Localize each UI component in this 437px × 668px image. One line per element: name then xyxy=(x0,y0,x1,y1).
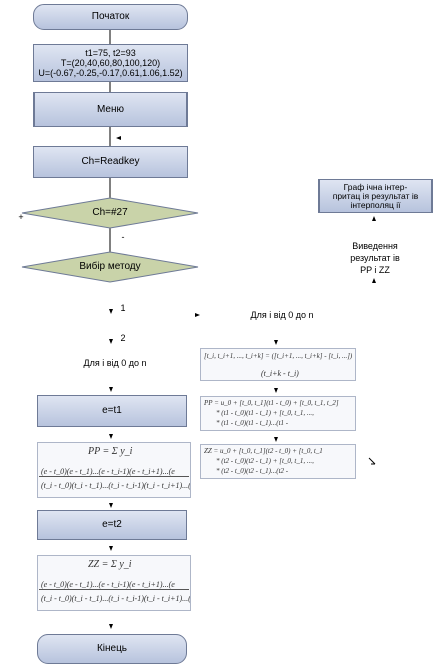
newton-formula-pp: PP = u_0 + [t_0, t_1](t1 - t_0) + [t_0, … xyxy=(200,396,356,431)
method-choice-label: Вибір методу xyxy=(79,261,141,272)
init-line-2: T=(20,40,60,80,100,120) xyxy=(60,58,161,68)
init-line-3: U=(-0.67,-0.25,-0.17,0.61,1.06,1.52) xyxy=(38,68,183,78)
start-terminator: Початок xyxy=(33,4,188,30)
lagrange-zz-head: ZZ = Σ y_i xyxy=(88,559,132,570)
newton-zz-line-1: ZZ = u_0 + [t_0, t_1](t2 - t_0) + [t_0, … xyxy=(204,447,323,455)
branch-2-label: 2 xyxy=(120,333,126,343)
branch-2-arrow xyxy=(109,339,113,344)
e-t1-block: e=t1 xyxy=(37,395,187,427)
lagrange-zz-numerator: (e - t_0)(e - t_1)...(e - t_i-1)(e - t_i… xyxy=(41,580,175,589)
start-label: Початок xyxy=(91,11,130,22)
arrow-to-e2 xyxy=(109,503,113,508)
e-t2-label: e=t2 xyxy=(102,519,122,530)
arrow-up-to-output xyxy=(372,278,376,283)
e-t2-block: e=t2 xyxy=(37,510,187,540)
graph-interpretation-subroutine: Граф ічна інтер- притац ія результат ів … xyxy=(318,179,433,213)
lagrange-pp-numerator: (e - t_0)(e - t_1)...(e - t_i-1)(e - t_i… xyxy=(41,467,175,476)
loop-left-label: Для і від 0 до n xyxy=(83,358,147,368)
newton-pp-line-2: * (t1 - t_0)(t1 - t_1) + [t_0, t_1, ..., xyxy=(216,409,314,417)
exit-check-label: Ch=#27 xyxy=(92,207,128,218)
menu-subroutine: Меню xyxy=(33,92,188,127)
init-line-1: t1=75, t2=93 xyxy=(85,48,136,58)
lagrange-pp-denominator: (t_i - t_0)(t_i - t_1)...(t_i - t_i-1)(t… xyxy=(41,481,191,490)
newton-pp-line-1: PP = u_0 + [t_0, t_1](t1 - t_0) + [t_0, … xyxy=(204,399,339,407)
branch-right-arrow xyxy=(195,313,200,317)
arrow-to-zz xyxy=(274,437,278,442)
loop-right-label: Для і від 0 до n xyxy=(250,310,314,320)
newton-zz-line-3: * (t2 - t_0)(t2 - t_1)...(t2 - xyxy=(216,467,289,475)
menu-label: Меню xyxy=(96,103,125,115)
lagrange-formula-zz: ZZ = Σ y_i (e - t_0)(e - t_1)...(e - t_i… xyxy=(37,555,191,611)
divided-difference-formula: [t_i, t_i+1, ..., t_i+k] = ([t_i+1, ...,… xyxy=(200,348,356,381)
output-results-label: Виведення результат ів PP і ZZ xyxy=(350,241,400,275)
divided-difference-line-2: (t_i+k - t_i) xyxy=(261,369,299,378)
branch-1-label: 1 xyxy=(120,303,126,313)
branch-1-arrow xyxy=(109,309,113,314)
return-arrow xyxy=(116,136,121,140)
exit-check-diamond xyxy=(21,197,199,229)
end-terminator: Кінець xyxy=(37,634,187,664)
newton-zz-line-2: * (t2 - t_0)(t2 - t_1) + [t_0, t_1, ..., xyxy=(216,457,314,465)
arrow-to-lagrange-2 xyxy=(109,546,113,551)
e-t1-label: e=t1 xyxy=(102,405,122,416)
lagrange-pp-head: PP = Σ y_i xyxy=(88,446,133,457)
plus-label: + xyxy=(18,212,24,222)
graph-interpretation-label: Граф ічна інтер- притац ія результат ів … xyxy=(332,181,419,210)
divided-difference-line-1: [t_i, t_i+1, ..., t_i+k] = ([t_i+1, ...,… xyxy=(204,352,353,360)
newton-pp-line-3: * (t1 - t_0)(t1 - t_1)...(t1 - xyxy=(216,419,289,427)
lagrange-zz-denominator: (t_i - t_0)(t_i - t_1)...(t_i - t_i-1)(t… xyxy=(41,594,191,603)
arrow-to-divided-diff xyxy=(274,340,278,345)
arrow-up-to-graph xyxy=(372,216,376,221)
arrow-to-lagrange-1 xyxy=(109,434,113,439)
lagrange-formula-pp: PP = Σ y_i (e - t_0)(e - t_1)...(e - t_i… xyxy=(37,442,191,498)
arrow-to-pp xyxy=(274,388,278,393)
method-choice-diamond xyxy=(21,251,199,283)
newton-formula-zz: ZZ = u_0 + [t_0, t_1](t2 - t_0) + [t_0, … xyxy=(200,444,356,479)
init-block: t1=75, t2=93 T=(20,40,60,80,100,120) U=(… xyxy=(33,44,188,82)
arrow-to-end xyxy=(109,624,113,629)
readkey-block: Ch=Readkey xyxy=(33,146,188,178)
minus-label: - xyxy=(121,232,125,242)
readkey-label: Ch=Readkey xyxy=(81,156,140,167)
end-label: Кінець xyxy=(96,643,128,654)
arrow-to-e1 xyxy=(109,387,113,392)
